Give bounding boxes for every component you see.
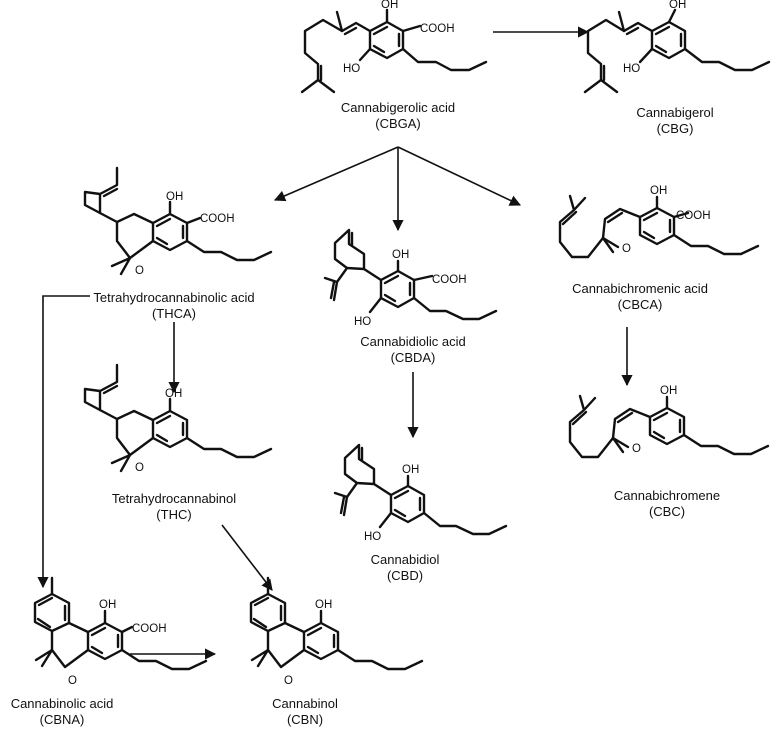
arrow-cbga-to-thca bbox=[273, 146, 399, 202]
structure-cbna: OH COOH O bbox=[33, 576, 208, 687]
cbg-name: Cannabigerol bbox=[636, 105, 714, 120]
thc-oh-text: OH bbox=[165, 388, 182, 400]
cbd-name: Cannabidiol bbox=[370, 552, 440, 567]
thca-oh-text: OH bbox=[166, 191, 183, 203]
cbca-o-text: O bbox=[622, 243, 631, 255]
label-cbda: Cannabidiolic acid (CBDA) bbox=[360, 334, 466, 366]
structure-cbg: OH HO bbox=[583, 0, 771, 94]
cbc-name: Cannabichromene bbox=[613, 488, 721, 503]
cbga-cooh-text: COOH bbox=[420, 23, 455, 35]
cbda-ho-text: HO bbox=[354, 316, 371, 328]
cbna-oh-text: OH bbox=[99, 599, 116, 611]
cbga-oh-text: OH bbox=[381, 0, 398, 11]
thc-name: Tetrahydrocannabinol bbox=[111, 491, 237, 506]
label-cbna: Cannabinolic acid (CBNA) bbox=[11, 696, 114, 728]
pathway-arrows bbox=[37, 26, 633, 660]
label-thca: Tetrahydrocannabinolic acid (THCA) bbox=[93, 290, 254, 322]
structure-thca: OH COOH O bbox=[83, 166, 273, 277]
cbg-abbr: (CBG) bbox=[656, 121, 694, 136]
structure-cbga: OH COOH HO bbox=[300, 0, 488, 94]
cbd-ho-text: HO bbox=[364, 531, 381, 543]
cbna-abbr: (CBNA) bbox=[39, 712, 85, 727]
label-cbd: Cannabidiol (CBD) bbox=[371, 552, 440, 584]
cbc-oh-text: OH bbox=[660, 385, 677, 397]
cbc-o-text: O bbox=[632, 443, 641, 455]
label-cbga: Cannabigerolic acid (CBGA) bbox=[341, 100, 455, 132]
arrow-thca-to-cbna bbox=[37, 295, 90, 589]
cbc-abbr: (CBC) bbox=[648, 504, 686, 519]
thca-cooh-text: COOH bbox=[200, 213, 235, 225]
structure-cbca: OH COOH O bbox=[558, 185, 760, 259]
cbna-name: Cannabinolic acid bbox=[10, 696, 114, 711]
cbda-oh-text: OH bbox=[392, 249, 409, 261]
label-cbca: Cannabichromenic acid (CBCA) bbox=[572, 281, 708, 313]
cbga-abbr: (CBGA) bbox=[375, 116, 421, 131]
structure-cbc: OH O bbox=[568, 385, 770, 459]
cbd-oh-text: OH bbox=[402, 464, 419, 476]
cbca-abbr: (CBCA) bbox=[617, 297, 663, 312]
label-cbg: Cannabigerol (CBG) bbox=[636, 105, 713, 137]
label-cbn: Cannabinol (CBN) bbox=[272, 696, 338, 728]
label-cbc: Cannabichromene (CBC) bbox=[614, 488, 720, 520]
cbn-o-text: O bbox=[284, 675, 293, 687]
cbca-name: Cannabichromenic acid bbox=[572, 281, 708, 296]
cbga-ho-text: HO bbox=[343, 63, 360, 75]
cbn-abbr: (CBN) bbox=[286, 712, 324, 727]
cbn-name: Cannabinol bbox=[272, 696, 338, 711]
cbda-cooh-text: COOH bbox=[432, 274, 467, 286]
cbca-oh-text: OH bbox=[650, 185, 667, 197]
structure-cbda: OH COOH HO bbox=[323, 228, 498, 328]
label-thc: Tetrahydrocannabinol (THC) bbox=[112, 491, 236, 523]
cbda-abbr: (CBDA) bbox=[390, 350, 436, 365]
cbda-name: Cannabidiolic acid bbox=[360, 334, 466, 349]
cbg-oh-text: OH bbox=[669, 0, 686, 11]
cbga-name: Cannabigerolic acid bbox=[340, 100, 456, 115]
cbna-o-text: O bbox=[68, 675, 77, 687]
structure-cbn: OH O bbox=[249, 576, 424, 687]
cbd-abbr: (CBD) bbox=[386, 568, 424, 583]
structure-cbd: OH HO bbox=[333, 443, 508, 543]
cbn-oh-text: OH bbox=[315, 599, 332, 611]
arrow-thc-to-cbn bbox=[221, 524, 273, 591]
thca-abbr: (THCA) bbox=[151, 306, 197, 321]
thca-o-text: O bbox=[135, 265, 144, 277]
cbg-ho-text: HO bbox=[623, 63, 640, 75]
thc-abbr: (THC) bbox=[156, 507, 192, 522]
arrow-cbga-to-cbca bbox=[397, 146, 522, 206]
thc-o-text: O bbox=[135, 462, 144, 474]
thca-name: Tetrahydrocannabinolic acid bbox=[93, 290, 255, 305]
structure-thc: OH O bbox=[83, 363, 273, 474]
cbca-cooh-text: COOH bbox=[676, 210, 711, 222]
cbna-cooh-text: COOH bbox=[132, 623, 167, 635]
